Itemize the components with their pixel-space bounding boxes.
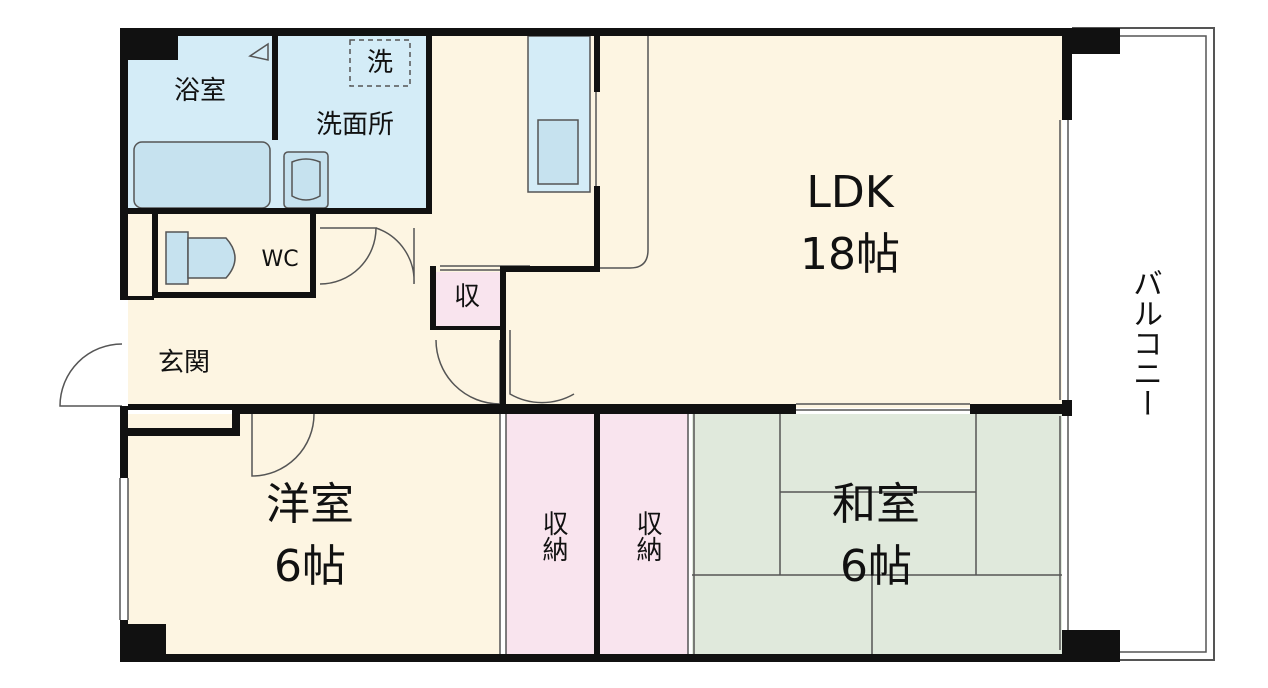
ldk-size-label: 18帖 <box>800 229 900 280</box>
western-room-name-label: 洋室 <box>266 479 354 530</box>
closet-right-label: 収納 <box>632 510 662 562</box>
washer-box <box>349 39 411 87</box>
kitchen-sink <box>537 119 579 185</box>
bath-vent <box>248 42 269 61</box>
ldk-name-label: LDK <box>806 167 894 218</box>
tatami-lines <box>692 414 1062 654</box>
balcony-label: バルコニー <box>1127 268 1162 418</box>
toilet-bowl <box>187 237 236 279</box>
wash-basin-bowl <box>291 158 321 201</box>
ldk-floor <box>430 36 1062 408</box>
wc-label: WC <box>261 247 299 272</box>
closet-left-floor <box>506 414 594 654</box>
storage-small-floor <box>434 272 500 328</box>
entrance-floor <box>128 298 238 408</box>
balcony-inner-rail <box>1072 35 1207 653</box>
western-room-size-label: 6帖 <box>274 541 346 592</box>
japanese-room-name-label: 和室 <box>832 479 920 530</box>
walls <box>120 28 1120 662</box>
japanese-room-floor <box>692 414 1062 654</box>
door-swings <box>59 227 575 477</box>
toilet-tank <box>165 231 189 285</box>
washroom-label: 洗面所 <box>315 110 394 140</box>
entrance-label: 玄関 <box>157 348 210 378</box>
bath-label: 浴室 <box>173 76 226 106</box>
closet-right-floor <box>600 414 688 654</box>
japanese-room-size-label: 6帖 <box>840 541 912 592</box>
bathtub <box>133 141 271 209</box>
washer-label: 洗 <box>366 48 393 78</box>
closet-left-label: 収納 <box>538 510 568 562</box>
storage-small-label: 収 <box>453 282 480 312</box>
kitchen-curve <box>600 36 649 269</box>
western-room-floor <box>128 414 500 654</box>
balcony-rail <box>1072 27 1215 661</box>
